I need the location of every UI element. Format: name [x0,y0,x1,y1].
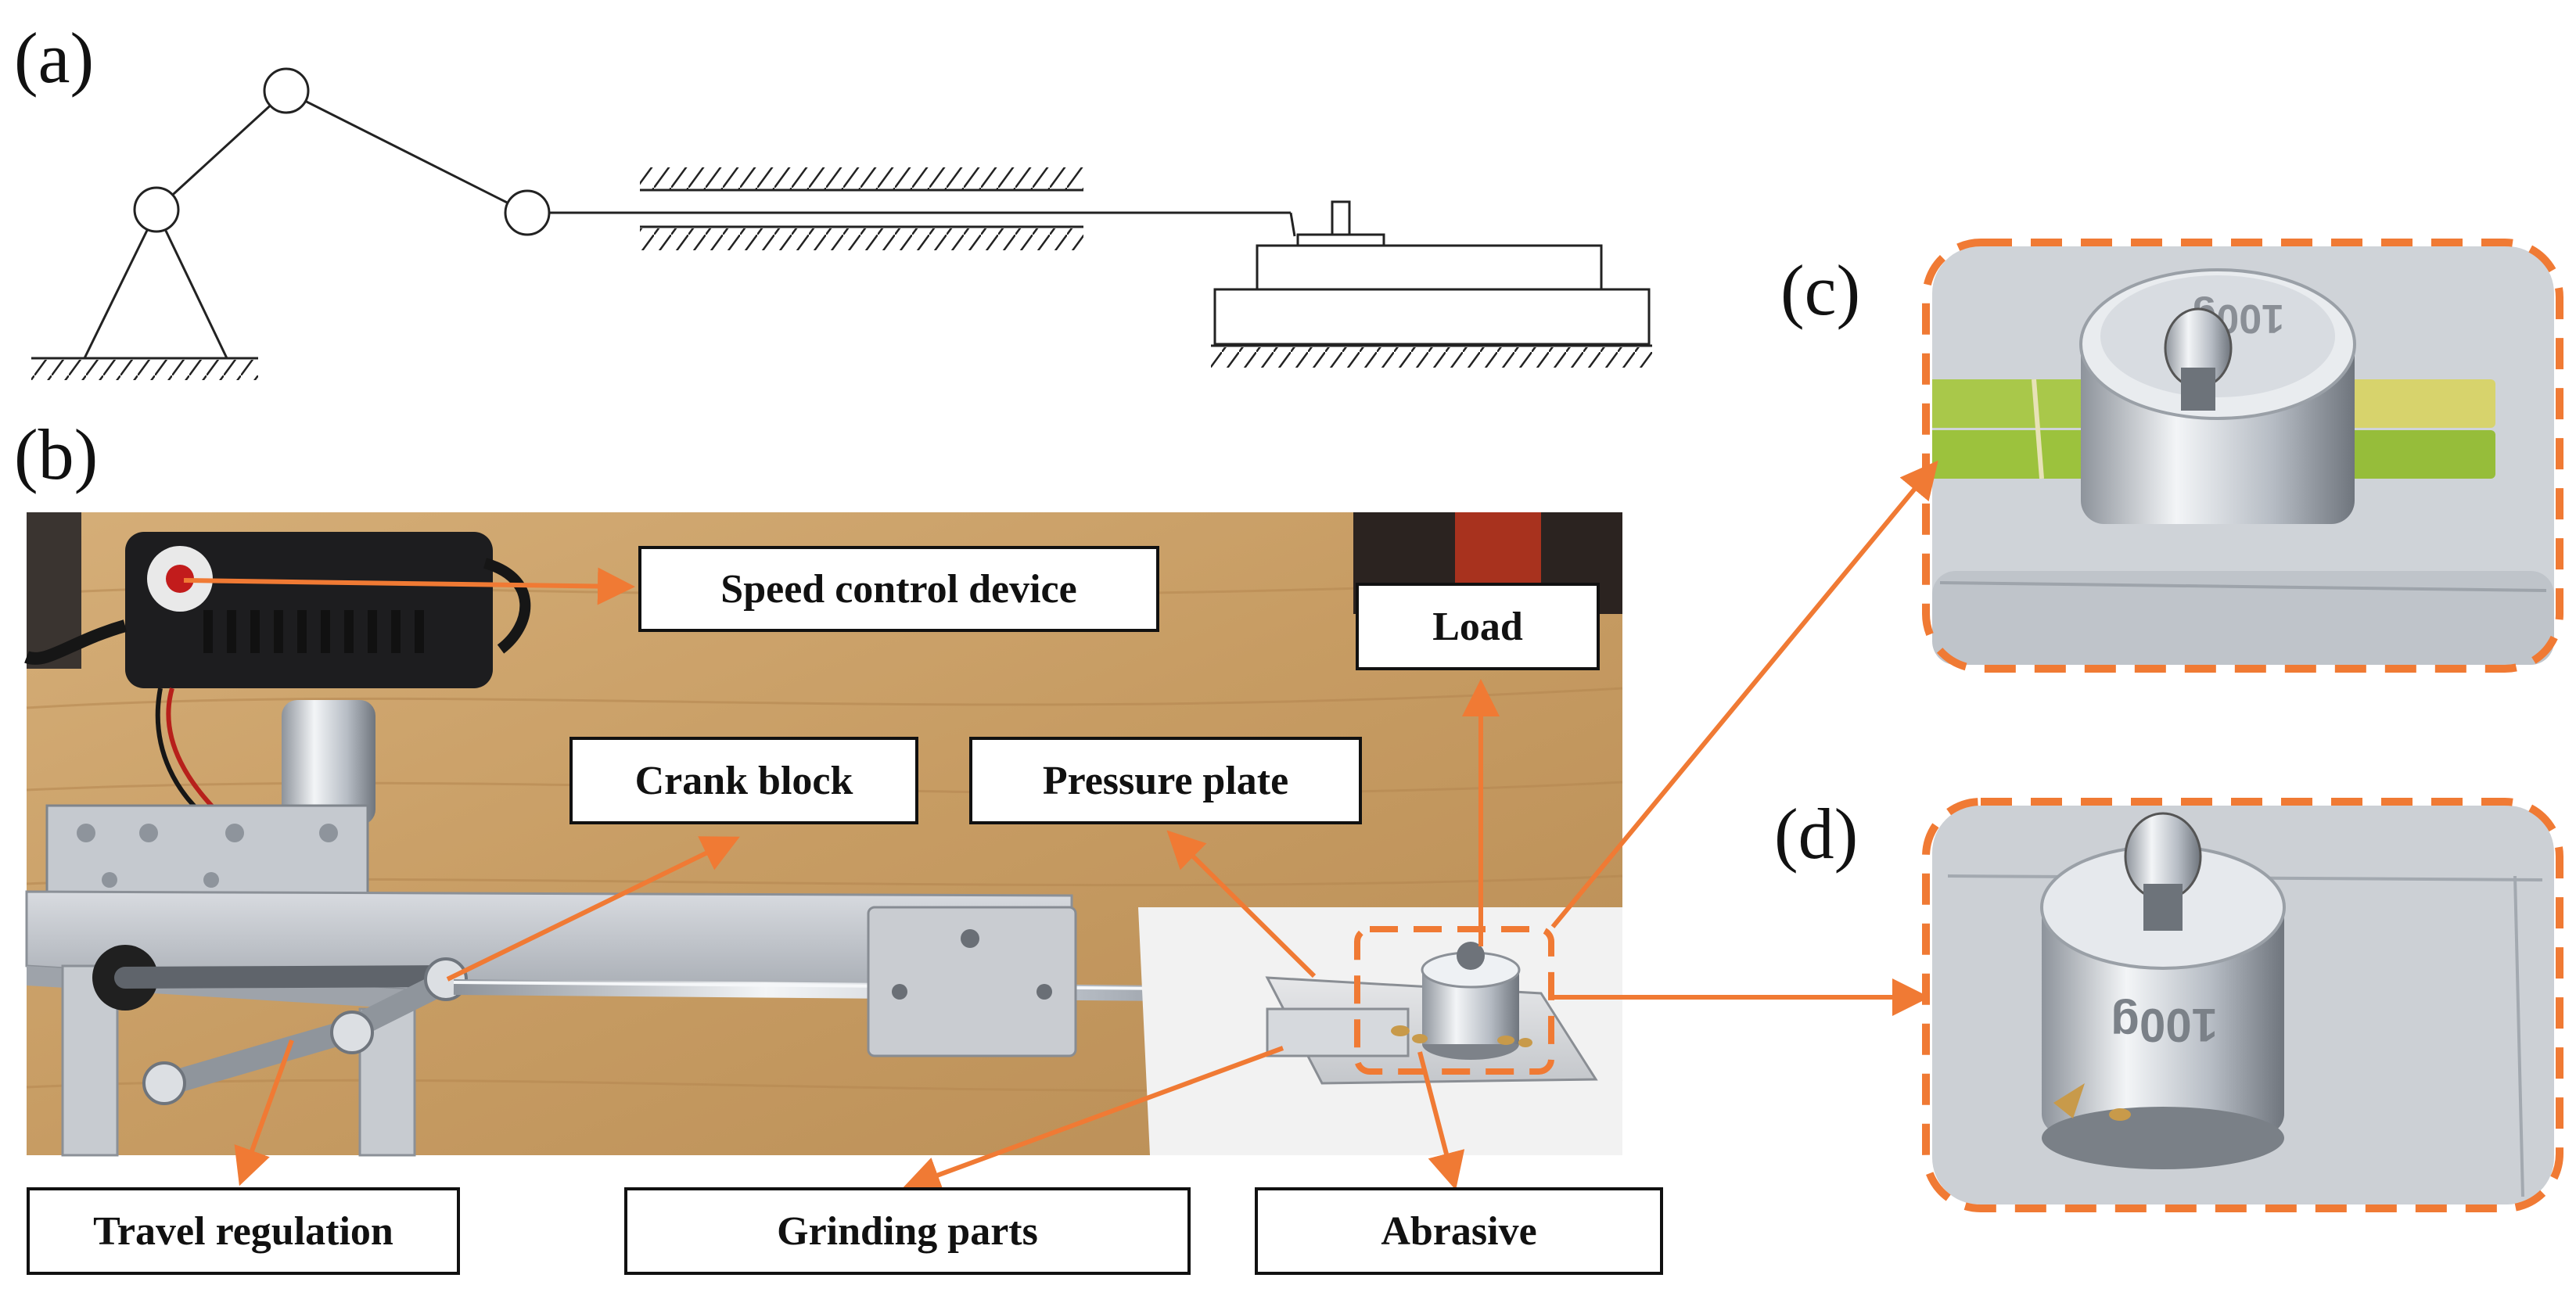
panel-label-c: (c) [1780,250,1861,330]
label-pressure-plate: Pressure plate [969,737,1362,824]
arrow-grinding-parts [902,1046,1284,1194]
arrow-travel-regulation [234,1039,294,1187]
label-grinding-parts: Grinding parts [624,1187,1191,1275]
label-abrasive: Abrasive [1255,1187,1663,1275]
arrow-pressure-plate [1166,830,1317,978]
schematic-diagram [31,67,1652,380]
closeup-d-photo: 100g [1922,798,2563,1212]
arrow-speed-control [183,567,635,605]
arrow-abrasive [1417,1051,1465,1190]
callout-arrows [183,460,1938,1194]
label-load: Load [1356,583,1600,670]
weight-mark-d: 100g [2111,999,2218,1051]
label-crank-block: Crank block [569,737,918,824]
label-speed-control-device: Speed control device [638,546,1159,632]
closeup-c-photo: 100g [1922,239,2563,673]
panel-label-a: (a) [14,18,95,98]
label-travel-regulation: Travel regulation [27,1187,460,1275]
panel-label-b: (b) [14,415,99,494]
arrow-to-panel-c [1550,460,1938,928]
panel-label-d: (d) [1774,794,1859,874]
arrow-crank-block [446,836,740,982]
